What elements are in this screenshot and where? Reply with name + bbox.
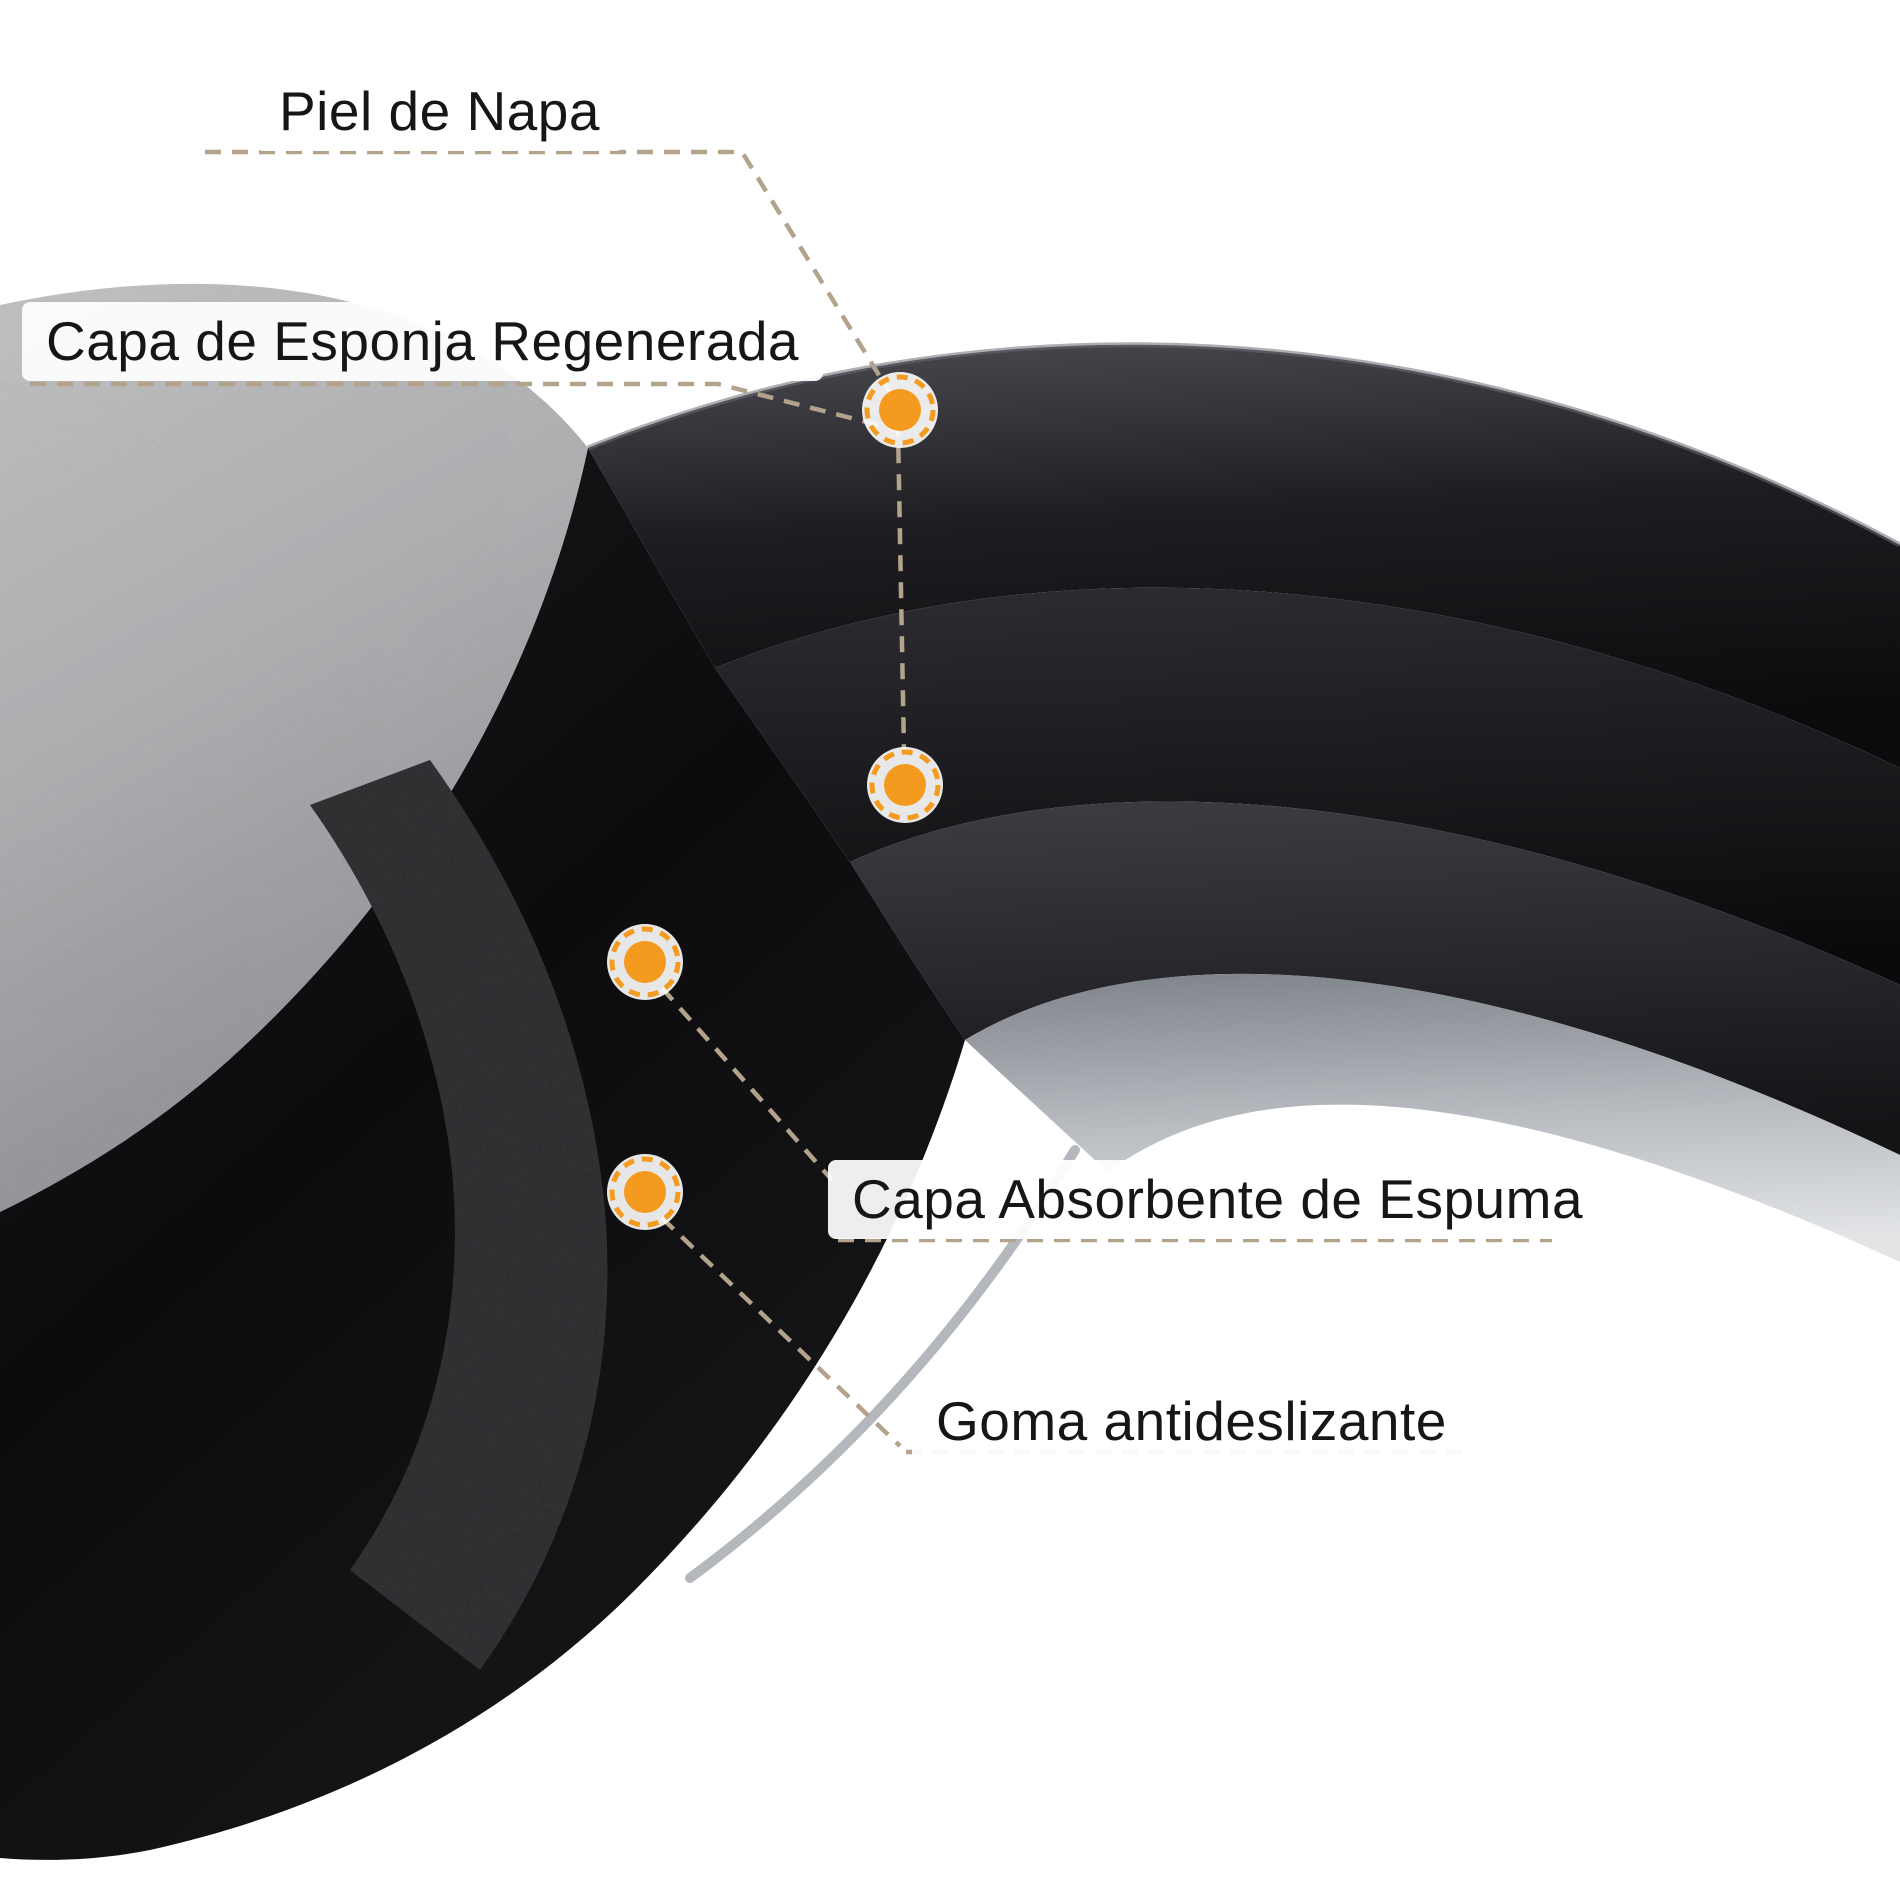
label-capa-absorbente-espuma: Capa Absorbente de Espuma xyxy=(828,1160,1608,1240)
label-piel-de-napa: Piel de Napa xyxy=(255,72,624,152)
leader-capa-esponja xyxy=(30,381,907,753)
leader-capa-absorbente xyxy=(660,986,834,1182)
callout-marker-goma xyxy=(607,1154,683,1230)
marker-dashed-ring xyxy=(869,749,941,821)
marker-dot-icon xyxy=(884,764,926,806)
marker-dashed-ring xyxy=(609,1156,681,1228)
marker-dot-icon xyxy=(624,941,666,983)
foam-absorbent-layer xyxy=(850,801,1900,1155)
mat-side-layer xyxy=(715,587,1900,985)
leader-goma xyxy=(660,1216,902,1448)
marker-dashed-ring xyxy=(864,374,936,446)
napa-leather-layer xyxy=(588,344,1900,768)
callout-marker-capa-absorbente xyxy=(607,924,683,1000)
label-goma-antideslizante: Goma antideslizante xyxy=(912,1382,1471,1462)
anti-slip-rubber-layer xyxy=(965,973,1900,1262)
napa-top-highlight xyxy=(587,342,1900,548)
marker-dot-icon xyxy=(879,389,921,431)
marker-dot-icon xyxy=(624,1171,666,1213)
label-capa-esponja-regenerada: Capa de Esponja Regenerada xyxy=(22,302,824,382)
callout-marker-capa-esponja xyxy=(867,747,943,823)
leader-piel-de-napa xyxy=(205,149,895,400)
callout-marker-piel-de-napa xyxy=(862,372,938,448)
marker-dashed-ring xyxy=(609,926,681,998)
